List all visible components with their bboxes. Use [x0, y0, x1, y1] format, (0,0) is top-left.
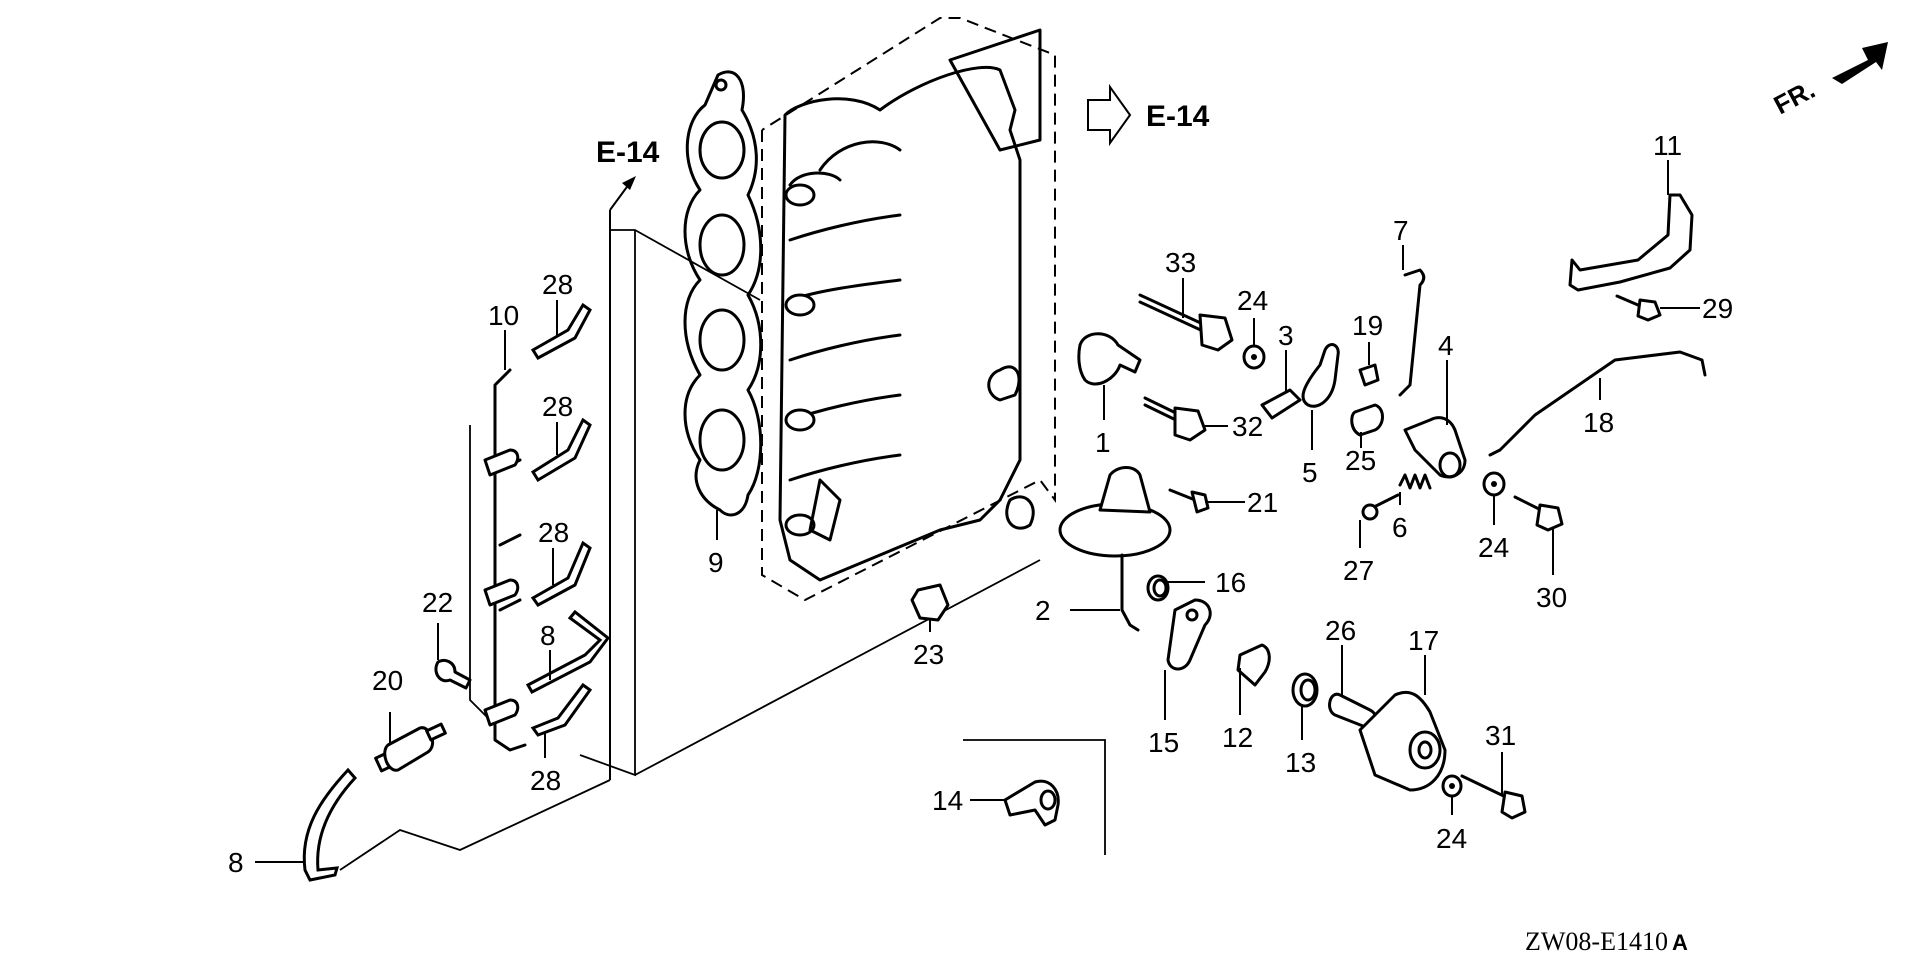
front-direction-indicator: FR. — [1769, 42, 1888, 120]
reference-e14-top[interactable]: E-14 — [1087, 83, 1210, 147]
bolt-33 — [1138, 293, 1234, 352]
bolt-29 — [1615, 294, 1662, 322]
callout-18[interactable]: 18 — [1583, 407, 1614, 438]
hose-28-a — [530, 302, 592, 360]
arrow-head-icon — [622, 176, 636, 190]
callout-27[interactable]: 27 — [1343, 555, 1374, 586]
hose-28-d — [530, 682, 593, 737]
callout-15[interactable]: 15 — [1148, 727, 1179, 758]
washer-24-b — [1482, 471, 1506, 497]
washer-24-c — [1441, 774, 1463, 798]
reference-label[interactable]: E-14 — [596, 136, 660, 169]
callout-3[interactable]: 3 — [1278, 320, 1294, 351]
screw-22 — [434, 658, 472, 690]
callout-4[interactable]: 4 — [1438, 330, 1454, 361]
hose-8-upper — [525, 609, 611, 694]
bolt-21 — [1168, 488, 1210, 514]
rod-7 — [1398, 268, 1426, 397]
joint-3 — [1260, 388, 1302, 420]
plate-12 — [1236, 643, 1271, 687]
callout-28-a[interactable]: 28 — [542, 269, 573, 300]
callout-10[interactable]: 10 — [488, 300, 519, 331]
callout-13[interactable]: 13 — [1285, 747, 1316, 778]
outline-arrow-icon — [1087, 83, 1132, 147]
diaphragm-2 — [1058, 466, 1172, 632]
rod-18 — [1488, 350, 1707, 457]
hose-8-lower — [302, 767, 358, 882]
callout-22[interactable]: 22 — [422, 587, 453, 618]
arm-5 — [1301, 343, 1340, 408]
manifold-gasket — [683, 70, 763, 517]
callout-26[interactable]: 26 — [1325, 615, 1356, 646]
lever-4 — [1403, 416, 1467, 479]
collar-25 — [1350, 403, 1384, 437]
clip-19 — [1358, 363, 1380, 387]
callout-2[interactable]: 2 — [1035, 595, 1051, 626]
fuel-tube — [483, 368, 527, 752]
callout-32[interactable]: 32 — [1232, 411, 1263, 442]
callout-30[interactable]: 30 — [1536, 582, 1567, 613]
callout-14[interactable]: 14 — [932, 785, 963, 816]
callout-33[interactable]: 33 — [1165, 247, 1196, 278]
callout-16[interactable]: 16 — [1215, 567, 1246, 598]
reference-label[interactable]: E-14 — [1146, 100, 1210, 133]
callout-24-a[interactable]: 24 — [1237, 285, 1268, 316]
callout-9[interactable]: 9 — [708, 547, 724, 578]
bracket-14 — [963, 739, 1106, 855]
cover-17 — [1358, 690, 1447, 792]
hose-28-b — [530, 417, 592, 483]
callout-1[interactable]: 1 — [1095, 427, 1111, 458]
callout-23[interactable]: 23 — [913, 639, 944, 670]
callout-28-d[interactable]: 28 — [530, 765, 561, 796]
bolt-30 — [1513, 495, 1564, 532]
bolt-31 — [1460, 774, 1527, 820]
callout-29[interactable]: 29 — [1702, 293, 1733, 324]
fr-label: FR. — [1769, 74, 1820, 120]
bolt-27 — [1361, 493, 1400, 521]
intake-manifold — [761, 17, 1056, 602]
assembly-frame-lines — [339, 229, 1041, 871]
callouts: 1 2 3 4 5 6 7 8 8 9 10 11 12 — [228, 130, 1733, 878]
callout-11[interactable]: 11 — [1653, 130, 1682, 161]
callout-20[interactable]: 20 — [372, 665, 403, 696]
arm-15 — [1166, 598, 1212, 671]
spring-6 — [1398, 473, 1432, 490]
callout-17[interactable]: 17 — [1408, 625, 1439, 656]
diagram-code: ZW08-E1410 A — [1525, 927, 1688, 956]
callout-25[interactable]: 25 — [1345, 445, 1376, 476]
washer-24-a — [1242, 344, 1266, 370]
callout-24-b[interactable]: 24 — [1478, 532, 1509, 563]
fuel-filter — [374, 722, 447, 773]
callout-31[interactable]: 31 — [1485, 720, 1516, 751]
callout-5[interactable]: 5 — [1302, 457, 1318, 488]
nut-23 — [910, 583, 950, 622]
diagram-code-suffix: A — [1672, 930, 1688, 955]
hose-28-c — [530, 540, 592, 607]
callout-7[interactable]: 7 — [1393, 215, 1409, 246]
front-arrow-icon — [1832, 42, 1888, 84]
reference-e14-left[interactable]: E-14 — [596, 136, 660, 780]
bracket-11 — [1568, 193, 1694, 292]
callout-28-b[interactable]: 28 — [542, 391, 573, 422]
callout-8-upper[interactable]: 8 — [540, 620, 556, 651]
callout-21[interactable]: 21 — [1247, 487, 1278, 518]
callout-12[interactable]: 12 — [1222, 722, 1253, 753]
bolt-32 — [1143, 396, 1207, 442]
callout-24-c[interactable]: 24 — [1436, 823, 1467, 854]
callout-19[interactable]: 19 — [1352, 310, 1383, 341]
spring-16 — [1146, 574, 1170, 602]
diagram-code-text: ZW08-E1410 — [1525, 927, 1668, 956]
callout-28-c[interactable]: 28 — [538, 517, 569, 548]
callout-8-lower[interactable]: 8 — [228, 847, 244, 878]
spring-13 — [1291, 672, 1319, 708]
callout-6[interactable]: 6 — [1392, 512, 1408, 543]
clamp-1 — [1077, 332, 1142, 386]
